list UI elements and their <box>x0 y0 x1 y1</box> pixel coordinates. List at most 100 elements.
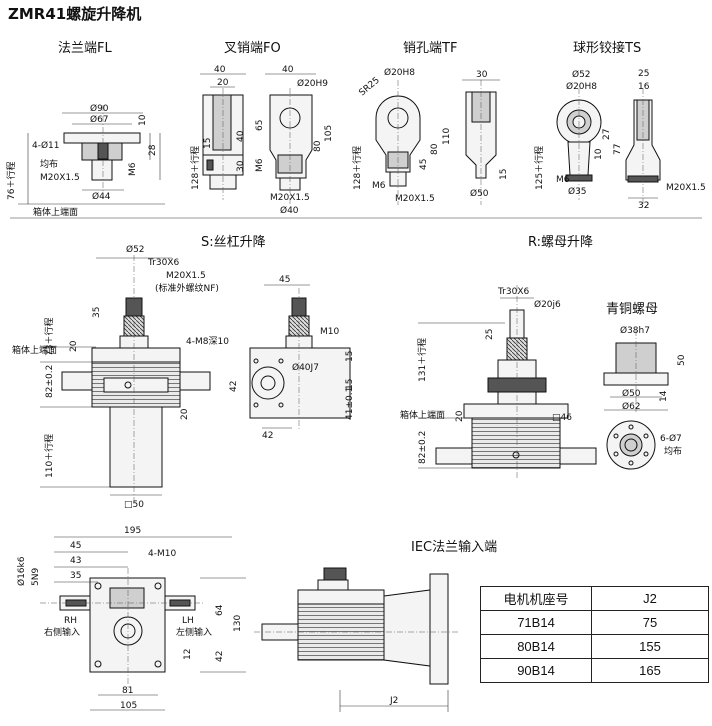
dim-s-d40j7: Ø40J7 <box>292 362 319 373</box>
dim-tf-d50: Ø50 <box>470 188 489 199</box>
dim-fo-w40: 40 <box>214 65 226 75</box>
section-title-ts: 球形铰接TS <box>573 40 641 56</box>
dim-s-h35: 35 <box>92 307 102 318</box>
table-header-row: 电机机座号 J2 <box>480 586 709 611</box>
table-cell: 165 <box>591 658 709 683</box>
dim-b-h64: 64 <box>215 604 225 616</box>
dim-fo-w20: 20 <box>217 78 229 88</box>
dim-ts-thread: M20X1.5 <box>666 183 706 193</box>
dim-r-holes: 6-Ø7 <box>660 433 682 444</box>
motor-frame-table: 电机机座号 J2 71B14 75 80B14 155 90B14 165 <box>480 586 709 683</box>
table-header: 电机机座号 <box>480 586 592 611</box>
dim-fl-box-top: 箱体上端面 <box>33 206 78 218</box>
dim-s-m10: M10 <box>320 327 339 337</box>
dim-r-h25: 25 <box>485 329 495 340</box>
dim-fo-h105: 105 <box>324 125 334 142</box>
spherical-end-ts-side-view <box>625 88 661 205</box>
dim-tf-m6: M6 <box>372 181 386 191</box>
section-title-tf: 销孔端TF <box>403 41 457 56</box>
dim-fo-h80: 80 <box>313 140 323 152</box>
dim-s-w42: 42 <box>262 431 273 441</box>
dim-fo-h40: 40 <box>236 130 246 142</box>
dim-ts-m6: M6 <box>556 175 570 185</box>
dim-tf-sr25: SR25 <box>358 76 382 99</box>
dim-r-even: 均布 <box>664 445 682 457</box>
dim-b-lh: LH <box>182 616 194 626</box>
dim-fl-even: 均布 <box>40 158 58 170</box>
table-cell: 155 <box>591 634 709 659</box>
dim-s-h20b: 20 <box>180 408 190 420</box>
dim-s-h15b: 15 <box>345 379 355 390</box>
dim-ts-d35: Ø35 <box>568 186 587 197</box>
dim-tf-h15: 15 <box>499 169 509 180</box>
dim-fo-d20h9: Ø20H9 <box>297 78 328 89</box>
dim-tf-h128: 128＋行程 <box>351 146 363 190</box>
dim-fo-top40: 40 <box>282 65 294 75</box>
dim-ts-h77: 77 <box>613 144 623 155</box>
dim-r-d20j6: Ø20j6 <box>534 299 561 310</box>
table-cell: 75 <box>591 610 709 635</box>
pinhole-end-tf-side-view <box>462 79 500 205</box>
dim-fo-thread: M20X1.5 <box>270 193 310 203</box>
table-row: 80B14 155 <box>480 634 709 659</box>
dim-fo-d40: Ø40 <box>280 205 299 216</box>
dim-b-w105: 105 <box>120 701 137 711</box>
dim-fl-d44: Ø44 <box>92 191 111 202</box>
dim-s-h82: 82±0.2 <box>45 365 55 398</box>
fork-end-fo-side-view <box>200 73 246 200</box>
dim-s-note: (标准外螺纹NF) <box>155 282 219 294</box>
dim-ts-h10: 10 <box>594 148 604 160</box>
dim-tf-d20h8: Ø20H8 <box>384 67 415 78</box>
dim-b-m10: 4-M10 <box>148 549 176 559</box>
dim-r-tr: Tr30X6 <box>497 287 529 297</box>
dim-ts-h125: 125＋行程 <box>533 146 545 190</box>
dim-s-m8: 4-M8深10 <box>186 336 229 347</box>
spherical-end-ts-front-view <box>556 88 602 200</box>
pinhole-end-tf-front-view <box>375 80 421 205</box>
dim-r-d50: Ø50 <box>622 388 641 399</box>
section-title-fo: 叉销端FO <box>224 41 281 56</box>
dim-fo-h15: 15 <box>203 138 213 149</box>
dim-r-h20: 20 <box>455 410 465 422</box>
dim-s-d52: Ø52 <box>126 244 145 255</box>
table-cell: 90B14 <box>480 658 592 683</box>
dim-fl-m6: M6 <box>128 162 138 176</box>
dim-fl-d67: Ø67 <box>90 114 109 125</box>
dim-s-h41: 41±0.1 <box>345 387 355 420</box>
dim-ts-w16: 16 <box>638 82 650 92</box>
dim-fl-d90: Ø90 <box>90 103 109 114</box>
dim-ts-w25: 25 <box>638 69 649 79</box>
dim-s-thread: M20X1.5 <box>166 271 206 281</box>
dim-fo-h128: 128＋行程 <box>189 146 201 190</box>
dim-tf-h80: 80 <box>430 143 440 155</box>
dim-fo-m6: M6 <box>255 158 265 172</box>
section-title-bronze-nut: 青铜螺母 <box>606 302 658 317</box>
gearbox-top-view <box>40 536 246 711</box>
dim-r-h82: 82±0.2 <box>418 431 428 464</box>
iec-flange-input-view <box>254 567 460 712</box>
dim-s-w45: 45 <box>279 275 290 285</box>
dim-b-j2: J2 <box>389 696 398 706</box>
dim-ts-d20h8: Ø20H8 <box>566 81 597 92</box>
dim-r-d38h7: Ø38h7 <box>620 325 650 336</box>
dim-s-h73: 73＋行程 <box>43 318 55 356</box>
dim-tf-h110: 110 <box>442 128 452 145</box>
section-title-fl: 法兰端FL <box>58 41 112 56</box>
bronze-nut-view <box>603 330 669 470</box>
dim-b-h12: 12 <box>183 649 193 660</box>
dim-r-h14: 14 <box>659 390 669 402</box>
dim-b-w195: 195 <box>124 526 141 536</box>
dim-ts-h27: 27 <box>602 129 612 140</box>
dim-b-lh-cn: 左侧输入 <box>176 626 212 638</box>
dim-b-rh: RH <box>64 616 77 626</box>
nut-lift-front-view <box>418 285 597 480</box>
dim-b-w45: 45 <box>70 541 81 551</box>
section-title-s: S:丝杠升降 <box>201 234 266 250</box>
table-cell: 71B14 <box>480 610 592 635</box>
dim-tf-thread: M20X1.5 <box>395 194 435 204</box>
dim-b-h42: 42 <box>215 651 225 662</box>
screw-lift-front-view <box>40 255 211 505</box>
dim-tf-w30: 30 <box>476 70 488 80</box>
dim-tf-h45: 45 <box>419 159 429 170</box>
